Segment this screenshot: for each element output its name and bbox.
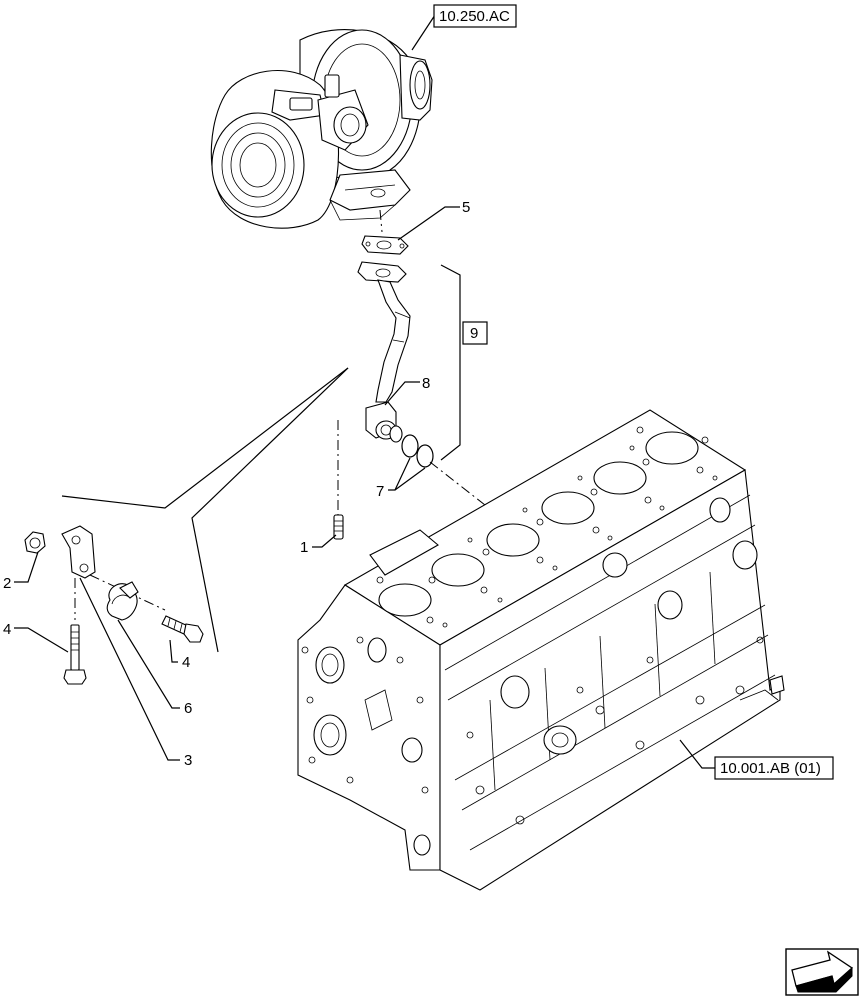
turbocharger: [210, 29, 433, 229]
nut-2: [24, 531, 46, 554]
callout-3: 3: [184, 752, 192, 769]
ref-turbo-label[interactable]: 10.250.AC: [439, 8, 510, 25]
ref-box-block: [714, 756, 834, 780]
callout-7: 7: [376, 483, 384, 500]
gasket-top: [361, 235, 409, 255]
clamp-6: [106, 581, 139, 621]
engine-block: [297, 409, 785, 891]
pipe-flange: [357, 261, 407, 283]
ref-box-turbo: [433, 4, 517, 28]
bracket-3: [61, 525, 96, 579]
detail-leader-left: [61, 367, 349, 509]
callout-6: 6: [184, 700, 192, 717]
ref-box-kit: [462, 321, 488, 345]
detail-leader-right: [191, 367, 349, 653]
o-rings: [401, 434, 434, 468]
next-page-arrow-icon[interactable]: [785, 948, 859, 996]
bolt-4-vertical: [63, 624, 87, 685]
ref-kit-label: 9: [470, 325, 478, 342]
callout-4-right: 4: [182, 654, 190, 671]
callout-4-left: 4: [3, 621, 11, 638]
callout-5: 5: [462, 199, 470, 216]
bolt-1: [333, 514, 344, 540]
callout-1: 1: [300, 539, 308, 556]
ref-block-label[interactable]: 10.001.AB (01): [720, 760, 821, 777]
callout-2: 2: [3, 575, 11, 592]
oil-return-pipe: [365, 279, 411, 443]
leaders: [14, 14, 715, 769]
kit-bracket: [440, 264, 461, 461]
callout-8: 8: [422, 375, 430, 392]
bolt-4-horizontal: [161, 615, 204, 643]
